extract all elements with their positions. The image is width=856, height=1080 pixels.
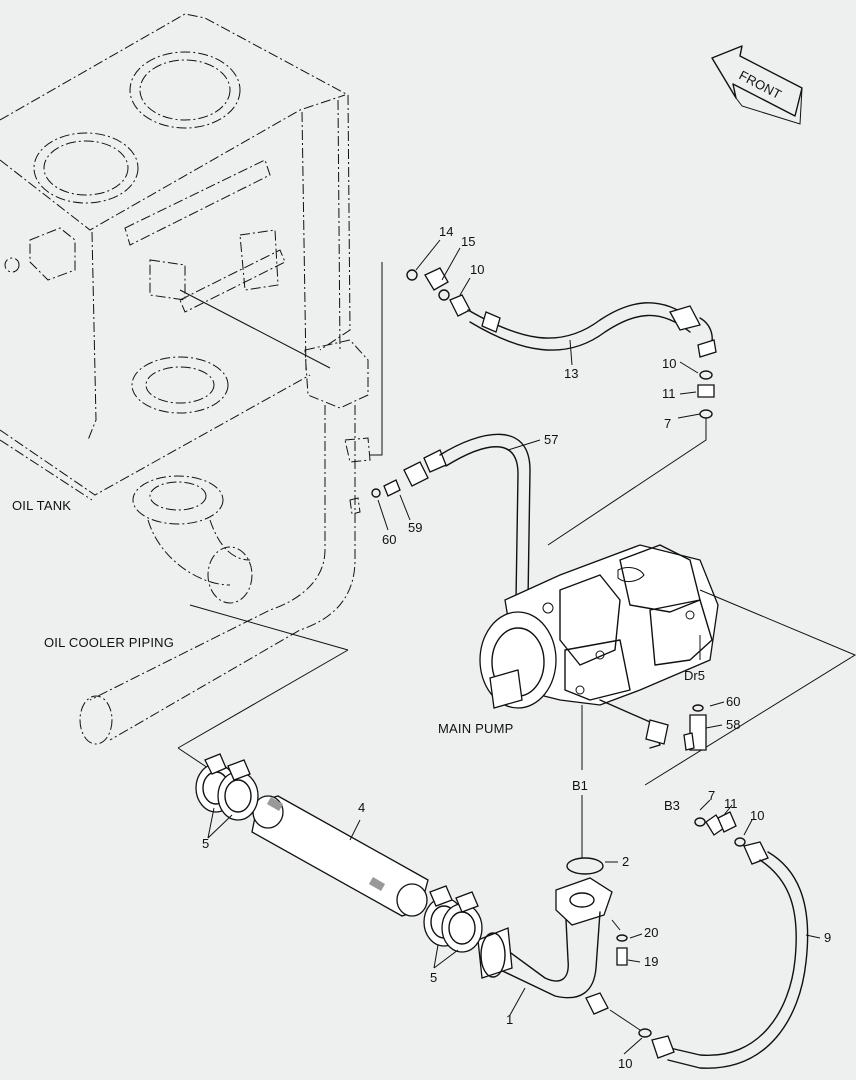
part-number-4: 4: [358, 800, 365, 815]
part-number-20: 20: [644, 925, 658, 940]
port-b3-label: B3: [664, 798, 680, 813]
tank-leader-line: [179, 289, 331, 369]
part-number-13: 13: [564, 366, 578, 381]
part-number-2: 2: [622, 854, 629, 869]
part-number-10-right: 10: [662, 356, 676, 371]
main-pump-label: MAIN PUMP: [438, 721, 513, 736]
part-number-9: 9: [824, 930, 831, 945]
part-number-7-right: 7: [664, 416, 671, 431]
part-number-10-b3: 10: [750, 808, 764, 823]
oil-cooler-piping-label: OIL COOLER PIPING: [44, 635, 174, 650]
o-ring-2: [566, 857, 604, 875]
part-number-60-pump: 60: [726, 694, 740, 709]
oil-tank-label: OIL TANK: [12, 498, 71, 513]
front-direction-arrow: FRONT: [711, 45, 803, 125]
part-number-5-lower: 5: [430, 970, 437, 985]
part-number-10-bottom: 10: [618, 1056, 632, 1071]
clamp-leader-line: [177, 747, 209, 769]
suction-pipe-1: [477, 877, 652, 1038]
drain-fitting-58: [683, 704, 707, 751]
part-number-1: 1: [506, 1012, 513, 1027]
part-number-10-top: 10: [470, 262, 484, 277]
hose-13-assembly: [406, 267, 717, 546]
cooler-leader-line: [189, 604, 349, 651]
part-number-59: 59: [408, 520, 422, 535]
port-dr5-label: Dr5: [684, 668, 705, 683]
front-label: FRONT: [737, 67, 784, 102]
part-number-7-b3: 7: [708, 788, 715, 803]
part-number-60-left: 60: [382, 532, 396, 547]
part-number-11-b3: 11: [724, 796, 738, 811]
part-number-14: 14: [439, 224, 453, 239]
return-line-leader: [370, 262, 383, 456]
part-number-11-right: 11: [662, 386, 676, 401]
part-leader-lines: [207, 239, 821, 1055]
bolt-19-washer-20: [611, 919, 628, 966]
hose-9-assembly: [651, 811, 809, 1069]
main-pump: [479, 544, 856, 786]
hose-4: [251, 795, 429, 917]
hose-clamps-5-lower: [423, 885, 483, 953]
part-number-58: 58: [726, 717, 740, 732]
hose-57-assembly: [371, 433, 531, 601]
part-number-57: 57: [544, 432, 558, 447]
part-number-15: 15: [461, 234, 475, 249]
hose-clamps-5-upper: [195, 753, 259, 821]
oil-tank: [0, 13, 371, 745]
part-number-5-upper: 5: [202, 836, 209, 851]
part-number-19: 19: [644, 954, 658, 969]
cooler-leader-line-2: [177, 649, 349, 749]
port-b1-label: B1: [572, 778, 588, 793]
